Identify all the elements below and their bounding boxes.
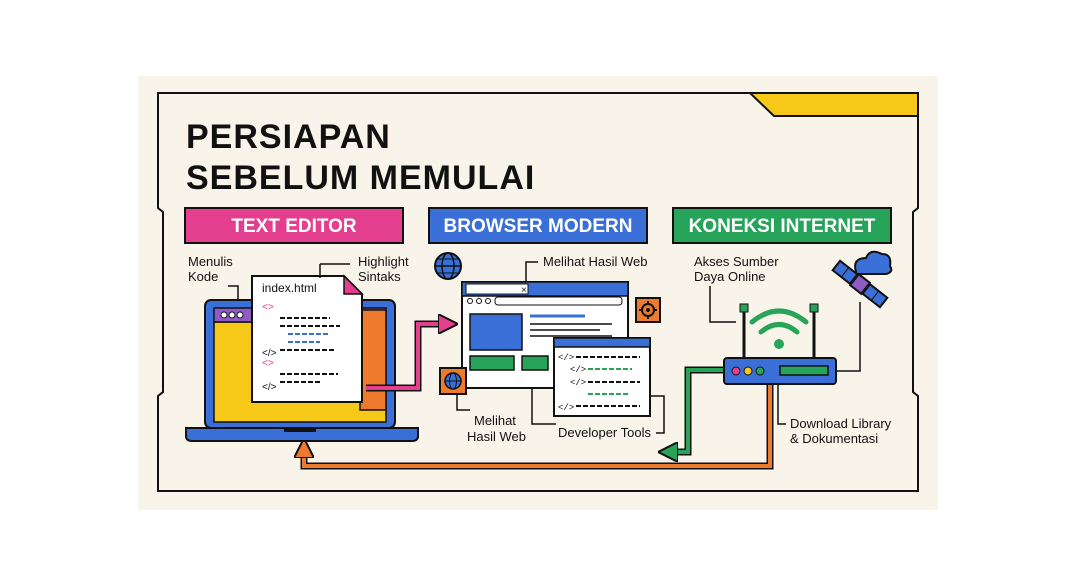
devtools-window: </> </> </> </> bbox=[553, 337, 651, 417]
label-view-2: Hasil Web bbox=[467, 429, 526, 444]
globe-small-icon bbox=[439, 367, 467, 395]
return-arrow bbox=[304, 382, 772, 468]
editor-to-browser-arrow bbox=[366, 324, 450, 390]
label-highlight-2: Sintaks bbox=[358, 269, 401, 284]
label-view-1: Melihat bbox=[474, 413, 516, 428]
document-icon: index.html <> </> <> </> bbox=[251, 274, 364, 403]
browser-header: BROWSER MODERN bbox=[428, 207, 648, 244]
svg-text:</>: </> bbox=[558, 403, 574, 413]
internet-header: KONEKSI INTERNET bbox=[672, 207, 892, 244]
svg-text:TEXT EDITOR: TEXT EDITOR bbox=[231, 216, 357, 237]
svg-text:BROWSER MODERN: BROWSER MODERN bbox=[444, 216, 633, 237]
label-devtools: Developer Tools bbox=[558, 425, 651, 440]
gear-icon bbox=[635, 297, 661, 323]
label-write-1: Menulis bbox=[188, 254, 233, 269]
svg-text:KONEKSI INTERNET: KONEKSI INTERNET bbox=[689, 216, 876, 237]
svg-text:</>: </> bbox=[262, 382, 277, 393]
svg-text:</>: </> bbox=[558, 353, 574, 363]
label-highlight-1: Highlight bbox=[358, 254, 409, 269]
label-download-1: Download Library bbox=[790, 416, 892, 431]
label-access-2: Daya Online bbox=[694, 269, 766, 284]
svg-text:</>: </> bbox=[262, 348, 277, 359]
text-editor-header: TEXT EDITOR bbox=[184, 207, 404, 244]
title-line-1: PERSIAPAN bbox=[186, 118, 391, 156]
svg-text:</>: </> bbox=[570, 365, 586, 375]
title-line-2: SEBELUM MEMULAI bbox=[186, 159, 535, 197]
tab-close-icon: × bbox=[521, 285, 527, 296]
label-write-2: Kode bbox=[188, 269, 218, 284]
satellite-icon bbox=[831, 259, 889, 309]
internet-to-browser-arrow bbox=[666, 368, 726, 452]
file-name: index.html bbox=[262, 281, 317, 295]
frame-border bbox=[157, 92, 919, 492]
globe-icon bbox=[434, 252, 462, 280]
router-icon bbox=[723, 303, 837, 385]
corner-tab bbox=[747, 92, 919, 117]
wifi-icon bbox=[749, 308, 809, 349]
svg-text:</>: </> bbox=[570, 378, 586, 388]
svg-text:<>: <> bbox=[262, 358, 274, 369]
label-download-2: & Dokumentasi bbox=[790, 431, 878, 446]
label-view-top: Melihat Hasil Web bbox=[543, 254, 648, 269]
svg-text:<>: <> bbox=[262, 302, 274, 313]
label-access-1: Akses Sumber bbox=[694, 254, 779, 269]
